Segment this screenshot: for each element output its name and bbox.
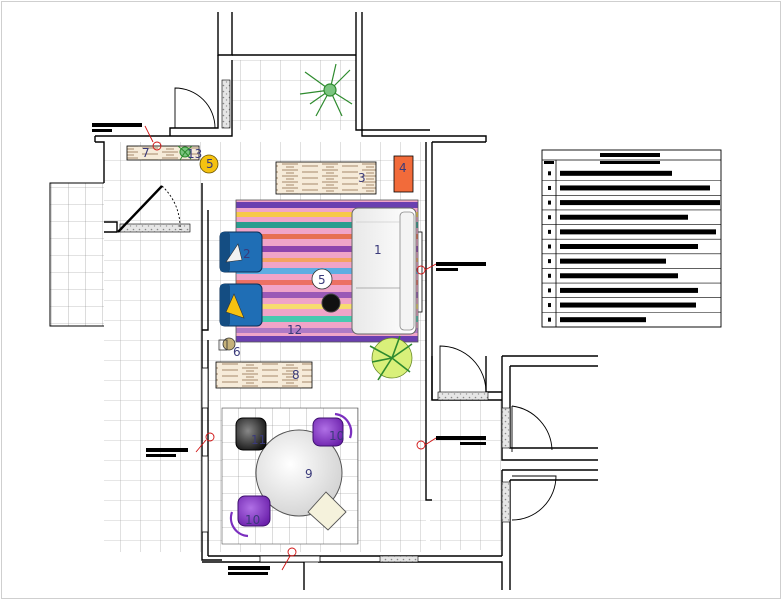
legend-header-redacted xyxy=(600,161,660,164)
label-chair-purple-bottom: 10 xyxy=(245,513,260,527)
pouf-center xyxy=(311,268,333,290)
balcony-floor xyxy=(232,60,356,130)
chair-purple-top xyxy=(312,412,353,447)
legend-row-number xyxy=(548,229,551,234)
dining-table xyxy=(255,429,343,517)
legend-row-text xyxy=(560,287,698,293)
legend-row-text xyxy=(560,258,666,264)
floor-lamp xyxy=(222,337,236,351)
legend-row-text xyxy=(560,317,646,323)
legend-row-text xyxy=(560,302,696,308)
chair-black xyxy=(235,417,267,451)
legend-row-number xyxy=(548,259,551,264)
label-armchair: 2 xyxy=(243,247,251,261)
right-passage-floor xyxy=(430,400,502,550)
wall-stone-right xyxy=(437,391,489,401)
label-entry-plant: 13 xyxy=(187,147,202,161)
doors xyxy=(117,87,557,521)
legend-row-number xyxy=(548,215,551,220)
legend-row-text xyxy=(560,170,672,176)
pouf-entry xyxy=(199,154,219,174)
legend-row-number xyxy=(548,303,551,308)
chair-cream xyxy=(307,491,347,531)
wall-stone-left xyxy=(119,223,191,233)
callout-redacted-labels xyxy=(92,123,486,575)
callout-markers xyxy=(144,125,437,571)
label-table: 9 xyxy=(305,467,313,481)
legend-row-number xyxy=(548,171,551,176)
wall-stone-top-entry xyxy=(221,79,231,129)
label-sofa: 1 xyxy=(374,243,382,257)
label-chair-black: 11 xyxy=(251,433,266,447)
legend-row-number xyxy=(548,185,551,190)
label-bench-bottom: 8 xyxy=(292,368,300,382)
legend-row-text xyxy=(560,185,710,191)
living-plant xyxy=(369,335,413,381)
label-cabinet: 4 xyxy=(399,161,407,175)
label-lamp: 6 xyxy=(233,345,241,359)
wall-stone-bottom xyxy=(379,555,419,563)
entry-plant xyxy=(177,145,193,161)
legend-row-number xyxy=(548,288,551,293)
cabinet xyxy=(393,155,414,193)
legend-row-number xyxy=(548,200,551,205)
legend-row-text xyxy=(560,244,698,249)
label-rug: 12 xyxy=(287,323,302,337)
bench-top xyxy=(275,161,377,195)
label-pouf-entry: 5 xyxy=(206,157,214,171)
armchair-bottom xyxy=(219,283,263,327)
legend-rows xyxy=(542,170,721,328)
sofa xyxy=(351,207,417,335)
legend-row-text xyxy=(560,200,720,206)
legend-row-text xyxy=(560,229,716,235)
furniture-labels: 1 2 3 4 5 5 6 7 8 9 10 10 11 12 13 xyxy=(142,146,407,527)
armchair-top xyxy=(219,231,263,273)
label-bench-top: 3 xyxy=(358,171,366,185)
label-pouf-center: 5 xyxy=(318,273,326,287)
legend-row-text xyxy=(560,214,688,220)
legend-row-text xyxy=(560,273,678,279)
chair-purple-bottom xyxy=(229,495,271,538)
legend-row-number xyxy=(548,244,551,249)
side-table xyxy=(321,293,341,313)
legend-title-redacted xyxy=(600,153,660,157)
label-shelf: 7 xyxy=(142,146,150,160)
balcony-plant xyxy=(299,63,353,117)
wall-stone-right-bottom xyxy=(501,481,511,523)
label-chair-purple-top: 10 xyxy=(329,429,344,443)
legend-table xyxy=(541,149,722,328)
bench-bottom xyxy=(215,361,313,389)
legend-row-number xyxy=(548,317,551,322)
walls xyxy=(94,12,598,590)
legend-row-number xyxy=(548,273,551,278)
lamp-base xyxy=(218,339,228,351)
wall-stone-right-lower xyxy=(501,407,511,449)
